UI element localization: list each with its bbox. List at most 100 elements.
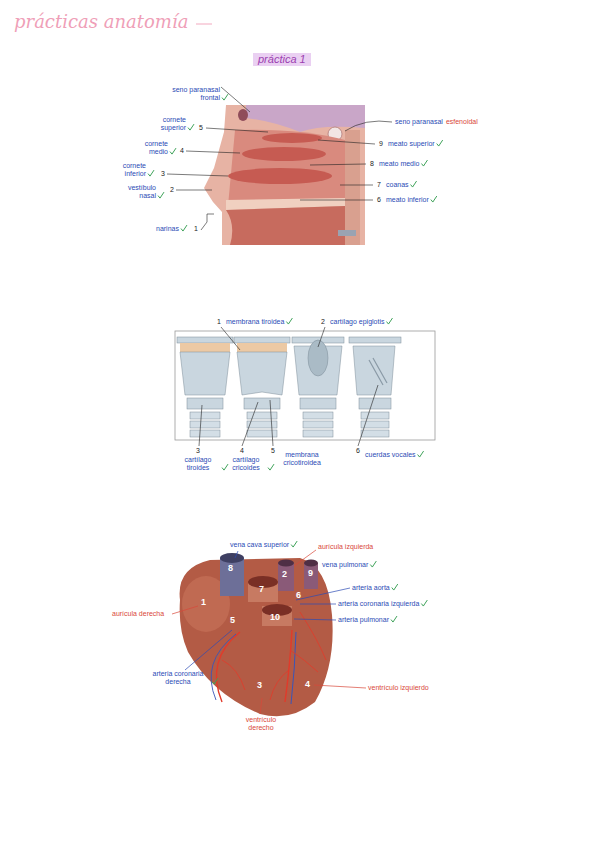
part-label: cornete inferior	[108, 162, 146, 178]
check-mark	[222, 464, 228, 470]
larynx-view	[349, 337, 401, 343]
heart-illustration	[216, 632, 240, 702]
callout-number: 1	[217, 318, 221, 326]
part-label: seno paranasal	[395, 118, 443, 126]
callout-number: 6	[356, 447, 360, 455]
leader-line	[314, 685, 366, 688]
part-label: arteria pulmonar	[338, 616, 389, 624]
heart-illustration	[270, 650, 318, 700]
check-mark	[411, 181, 417, 187]
larynx-view	[361, 412, 389, 419]
part-label: aurícula derecha	[112, 610, 164, 618]
callout-number: 3	[257, 680, 262, 690]
check-mark-group	[148, 94, 443, 684]
callout-number: 6	[377, 196, 381, 204]
larynx-view	[187, 398, 223, 409]
larynx-view	[237, 352, 287, 395]
larynx-view	[190, 412, 220, 419]
callout-number: 3	[196, 447, 200, 455]
larynx-view	[234, 337, 290, 343]
callout-number: 9	[379, 140, 383, 148]
callout-number: 2	[170, 186, 174, 194]
leader-line	[221, 327, 240, 350]
page-title: prácticas anatomía	[14, 12, 188, 33]
check-mark	[170, 148, 176, 154]
callout-number: 4	[180, 147, 184, 155]
leader-line	[270, 400, 273, 446]
part-label: coanas	[386, 181, 409, 189]
larynx-view	[244, 398, 280, 409]
part-label: seno paranasal frontal	[168, 86, 220, 102]
part-label: ventrículo derecho	[242, 716, 280, 732]
leader-line	[318, 327, 325, 347]
larynx-illustration	[175, 331, 435, 440]
larynx-view	[349, 337, 401, 437]
part-label: cartílago cricoides	[226, 456, 266, 472]
check-mark	[148, 170, 154, 176]
callout-number: 2	[282, 569, 287, 579]
larynx-view	[247, 421, 277, 428]
larynx-view	[177, 337, 233, 343]
larynx-view	[303, 421, 333, 428]
check-mark	[431, 196, 437, 202]
nasal-cavity-illustration	[228, 168, 332, 184]
larynx-view	[361, 430, 389, 437]
larynx-view	[177, 337, 233, 437]
leader-line	[199, 327, 378, 446]
callout-number: 9	[308, 568, 313, 578]
larynx-view	[234, 337, 290, 437]
nasal-cavity-illustration	[246, 105, 365, 132]
callout-number: 1	[201, 597, 206, 607]
callout-number: 8	[370, 160, 374, 168]
larynx-view	[303, 430, 333, 437]
larynx-view	[190, 430, 220, 437]
nasal-cavity-illustration	[238, 109, 248, 121]
heart-illustration	[220, 553, 244, 563]
part-label: cuerdas vocales	[365, 451, 416, 459]
leader-line	[345, 121, 392, 131]
larynx-view	[308, 340, 328, 376]
part-label: meato inferior	[386, 196, 429, 204]
check-mark	[418, 451, 424, 457]
leader-line	[294, 550, 316, 566]
leader-line	[201, 214, 214, 230]
leader-line	[186, 151, 240, 153]
leader-line	[172, 606, 198, 614]
callout-number: 4	[305, 679, 310, 689]
leader-line	[318, 140, 375, 144]
leader-line	[296, 588, 350, 600]
larynx-view	[359, 398, 391, 409]
check-mark	[212, 678, 218, 684]
larynx-view	[247, 412, 277, 419]
nasal-cavity-illustration	[204, 105, 365, 245]
leader-line	[294, 619, 336, 620]
part-label: narinas	[156, 225, 179, 233]
leader-line	[300, 604, 336, 605]
part-label: vena cava superior	[230, 541, 289, 549]
check-mark	[188, 124, 194, 130]
larynx-view	[369, 358, 387, 385]
nasal-cavity-illustration	[345, 130, 360, 245]
heart-illustration	[180, 553, 333, 716]
part-label: vena pulmonar	[322, 561, 368, 569]
part-label: cartílago epiglotis	[330, 318, 384, 326]
leader-line	[242, 402, 258, 446]
leader-line	[235, 551, 238, 558]
check-mark	[158, 192, 164, 198]
callout-number: 3	[161, 170, 165, 178]
larynx-view	[292, 337, 344, 437]
leader-line	[340, 185, 373, 186]
callout-number: 7	[259, 584, 264, 594]
heart-illustration	[222, 612, 326, 690]
check-mark	[437, 140, 443, 146]
nasal-cavity-illustration	[204, 105, 365, 245]
nasal-cavity-illustration	[242, 147, 326, 161]
leader-line	[167, 87, 392, 230]
heart-illustration	[291, 632, 296, 704]
callout-number: 8	[228, 563, 233, 573]
leader-line	[172, 550, 366, 714]
nasal-cavity-illustration	[262, 133, 322, 143]
part-label: arteria aorta	[352, 584, 390, 592]
